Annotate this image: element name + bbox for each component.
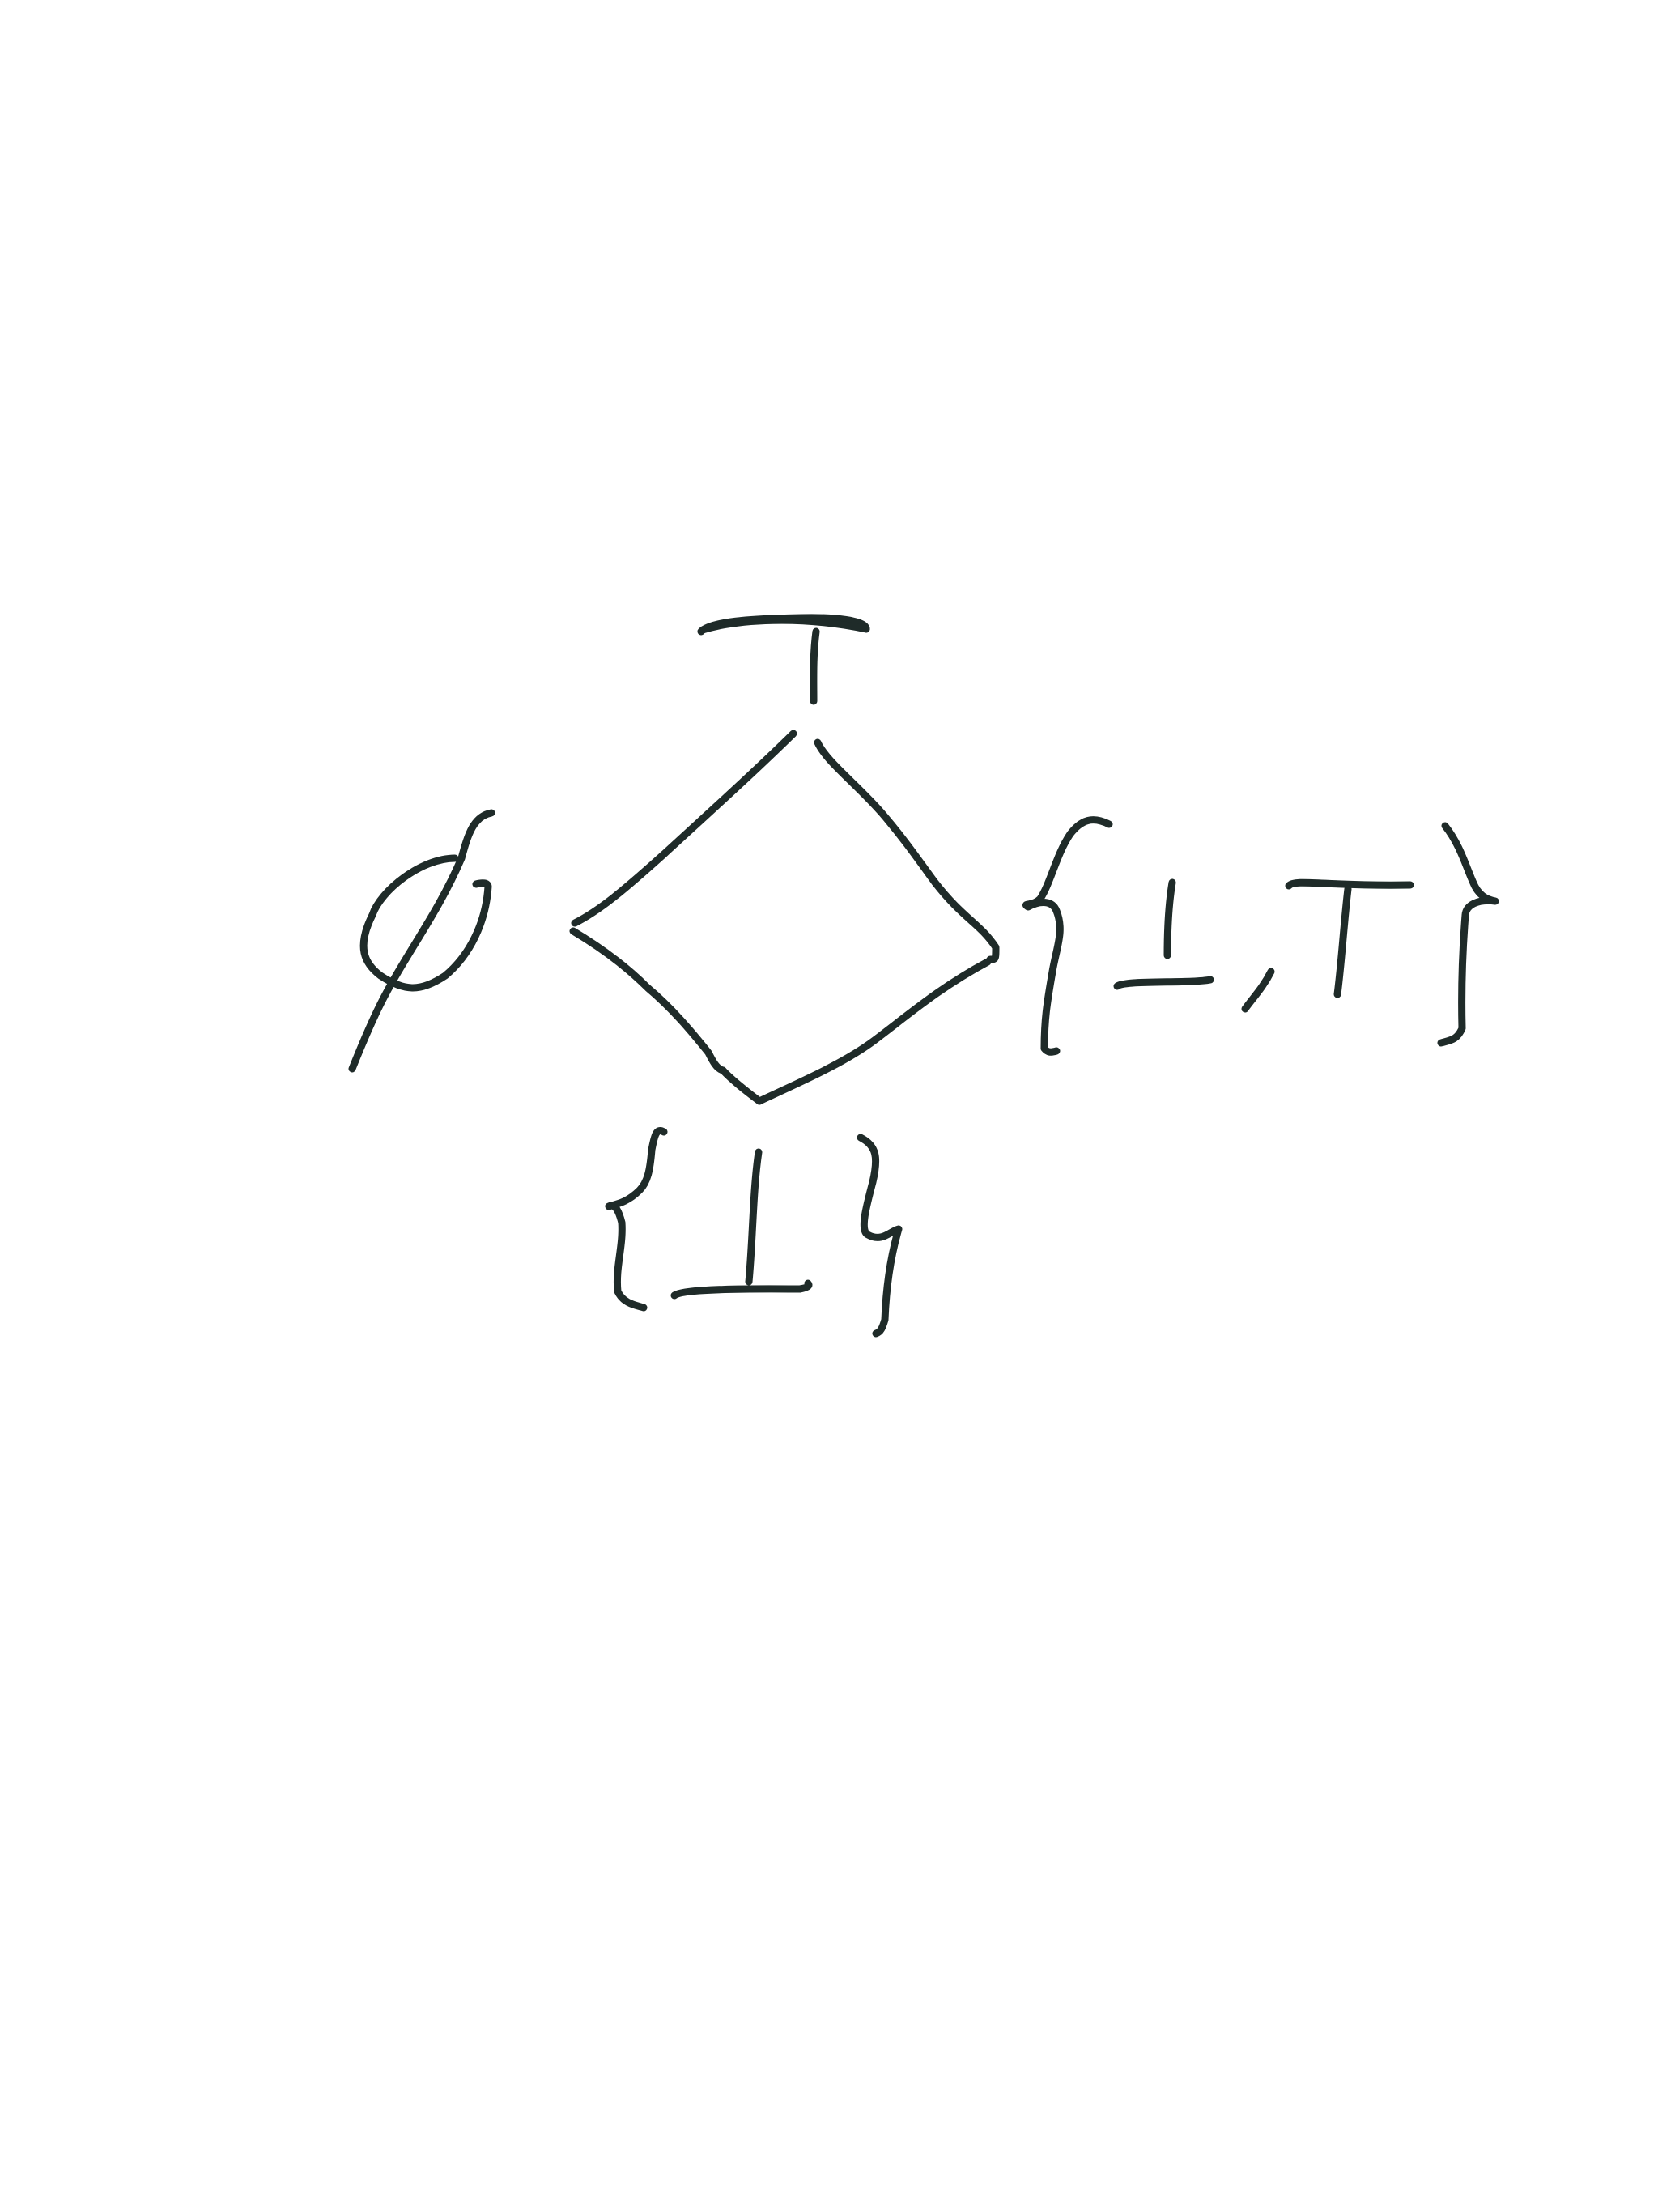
top-symbol-bar-2	[1285, 878, 1414, 890]
bottom-symbol-stem-1	[1163, 878, 1176, 959]
node-top: ⊤	[697, 614, 870, 705]
top-symbol-stem-2	[1333, 885, 1352, 998]
comma	[1241, 968, 1275, 1013]
node-empty-set: ∅	[348, 809, 495, 1073]
node-set-bottom: {⊥}	[605, 1127, 903, 1338]
edge-top-to-set-bottom-top	[814, 738, 1000, 963]
top-symbol-stem	[810, 627, 820, 705]
bottom-symbol-bar-3	[670, 1279, 813, 1300]
empty-set-loop	[359, 854, 492, 992]
right-brace-bottom	[857, 1134, 903, 1338]
node-set-bottom-top: {⊥,⊤}	[1022, 816, 1499, 1056]
edge-set-bottom-top-to-set-bottom	[719, 958, 992, 1105]
bottom-symbol-bar-1	[1113, 976, 1214, 990]
bottom-symbol-stem-3	[745, 1148, 763, 1286]
left-brace-bottom	[605, 1127, 668, 1312]
top-symbol-bar-overlay	[699, 616, 870, 634]
edge-empty-set-to-set-bottom	[569, 927, 727, 1074]
right-brace	[1437, 822, 1499, 1047]
edges	[569, 730, 1000, 1105]
left-brace	[1022, 816, 1113, 1056]
edge-top-to-empty-set	[571, 730, 797, 927]
empty-set-slash	[348, 809, 495, 1073]
